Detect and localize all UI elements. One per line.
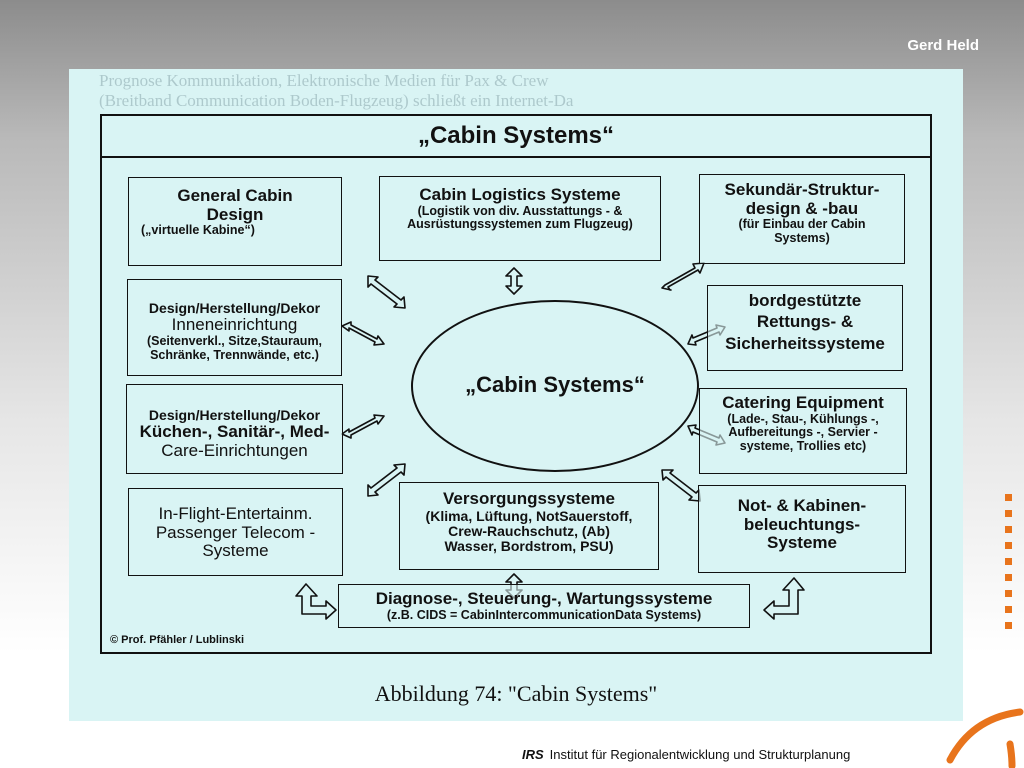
- box-title: Cabin Logistics Systeme: [419, 185, 621, 204]
- box-sekundaer-struktur: Sekundär-Struktur- design & -bau (für Ei…: [699, 174, 905, 264]
- double-arrow-icon: [341, 321, 385, 346]
- box-subtitle: systeme, Trollies etc): [739, 439, 867, 454]
- box-subtitle: (z.B. CIDS = CabinIntercommunicationData…: [386, 607, 702, 622]
- box-title: Design/Herstellung/Dekor: [148, 407, 321, 423]
- box-title: Systeme: [202, 541, 269, 561]
- box-title: Versorgungssysteme: [443, 489, 615, 508]
- cabin-systems-frame: „Cabin Systems“: [100, 114, 932, 654]
- box-title: General Cabin: [177, 186, 293, 205]
- box-title: Rettungs- &: [756, 312, 854, 332]
- box-subtitle: (Logistik von div. Ausstattungs - &: [417, 203, 623, 218]
- center-label: „Cabin Systems“: [465, 372, 645, 397]
- box-inneneinrichtung: Design/Herstellung/Dekor Inneneinrichtun…: [127, 279, 342, 376]
- box-diagnose-steuerung: Diagnose-, Steuerung-, Wartungssysteme (…: [338, 584, 750, 628]
- center-ellipse: „Cabin Systems“: [411, 300, 699, 472]
- footer-org-abbr: IRS: [522, 747, 544, 762]
- box-not-kabinenbeleuchtung: Not- & Kabinen- beleuchtungs- Systeme: [698, 485, 906, 573]
- box-subtitle: Wasser, Bordstrom, PSU): [444, 538, 614, 555]
- box-subtitle: (Klima, Lüftung, NotSauerstoff,: [425, 507, 633, 524]
- diagram-title: „Cabin Systems“: [417, 122, 615, 149]
- double-arrow-icon: [367, 463, 406, 497]
- box-title: bordgestützte: [748, 291, 862, 310]
- box-inflight-entertainment: In-Flight-Entertainm. Passenger Telecom …: [128, 488, 343, 576]
- double-arrow-icon: [367, 275, 406, 309]
- copyright-note: © Prof. Pfähler / Lublinski: [110, 634, 245, 646]
- bent-arrow-icon: [763, 577, 805, 620]
- box-title: Not- & Kabinen-: [737, 496, 867, 515]
- box-catering-equipment: Catering Equipment (Lade-, Stau-, Kühlun…: [699, 388, 907, 474]
- box-kuechen-sanitaer: Design/Herstellung/Dekor Küchen-, Sanitä…: [126, 384, 343, 474]
- title-bar: „Cabin Systems“: [102, 116, 930, 158]
- footer: IRS Institut für Regionalentwicklung und …: [522, 747, 850, 762]
- box-title: In-Flight-Entertainm.: [158, 504, 313, 523]
- box-title: beleuchtungs-: [743, 514, 861, 534]
- author-name: Gerd Held: [907, 37, 979, 54]
- box-subtitle: (Lade-, Stau-, Kühlungs -,: [727, 411, 879, 426]
- arc-logo-icon: [946, 708, 1024, 768]
- box-cabin-logistics: Cabin Logistics Systeme (Logistik von di…: [379, 176, 661, 261]
- footer-org-name: Institut für Regionalentwicklung und Str…: [549, 747, 851, 762]
- double-arrow-icon: [505, 267, 523, 295]
- box-title: Catering Equipment: [722, 393, 884, 412]
- double-arrow-icon: [341, 414, 385, 439]
- box-rettung-sicherheit: bordgestützte Rettungs- & Sicherheitssys…: [707, 285, 903, 371]
- box-subtitle: (Seitenverkl., Sitze,Stauraum,: [146, 334, 323, 349]
- box-title: Diagnose-, Steuerung-, Wartungssysteme: [375, 589, 713, 608]
- box-title: Sekundär-Struktur-: [724, 180, 880, 199]
- scanned-figure: Prognose Kommunikation, Elektronische Me…: [69, 69, 963, 721]
- box-subtitle: Aufbereitungs -, Servier -: [728, 425, 878, 440]
- box-title: Systeme: [767, 533, 837, 553]
- box-title: Design: [206, 204, 264, 224]
- bent-arrow-icon: [295, 583, 337, 620]
- decorative-squares: [1005, 494, 1015, 644]
- box-versorgungssysteme: Versorgungssysteme (Klima, Lüftung, NotS…: [399, 482, 659, 570]
- box-general-cabin-design: General Cabin Design („virtuelle Kabine“…: [128, 177, 342, 266]
- box-subtitle: Schränke, Trennwände, etc.): [150, 347, 319, 362]
- box-subtitle: Ausrüstungssystemen zum Flugzeug): [407, 217, 633, 232]
- box-title: Design/Herstellung/Dekor: [148, 300, 321, 316]
- double-arrow-icon: [661, 469, 701, 502]
- box-title: Küchen-, Sanitär-, Med-: [139, 422, 330, 442]
- bleed-through-text: (Breitband Communication Boden-Flugzeug)…: [99, 91, 574, 110]
- box-title: Sicherheitssysteme: [725, 333, 885, 353]
- box-title: Inneneinrichtung: [171, 315, 298, 335]
- box-subtitle: Systems): [774, 231, 830, 246]
- double-arrow-icon: [661, 262, 705, 291]
- box-title: Care-Einrichtungen: [161, 441, 308, 461]
- box-subtitle: (für Einbau der Cabin: [738, 217, 866, 232]
- figure-caption: Abbildung 74: "Cabin Systems": [374, 681, 658, 706]
- box-subtitle: („virtuelle Kabine“): [141, 223, 255, 238]
- box-subtitle: Crew-Rauchschutz, (Ab): [448, 523, 610, 540]
- box-title: Passenger Telecom -: [155, 522, 316, 542]
- box-title: design & -bau: [745, 198, 859, 218]
- bleed-through-text: Prognose Kommunikation, Elektronische Me…: [99, 71, 549, 90]
